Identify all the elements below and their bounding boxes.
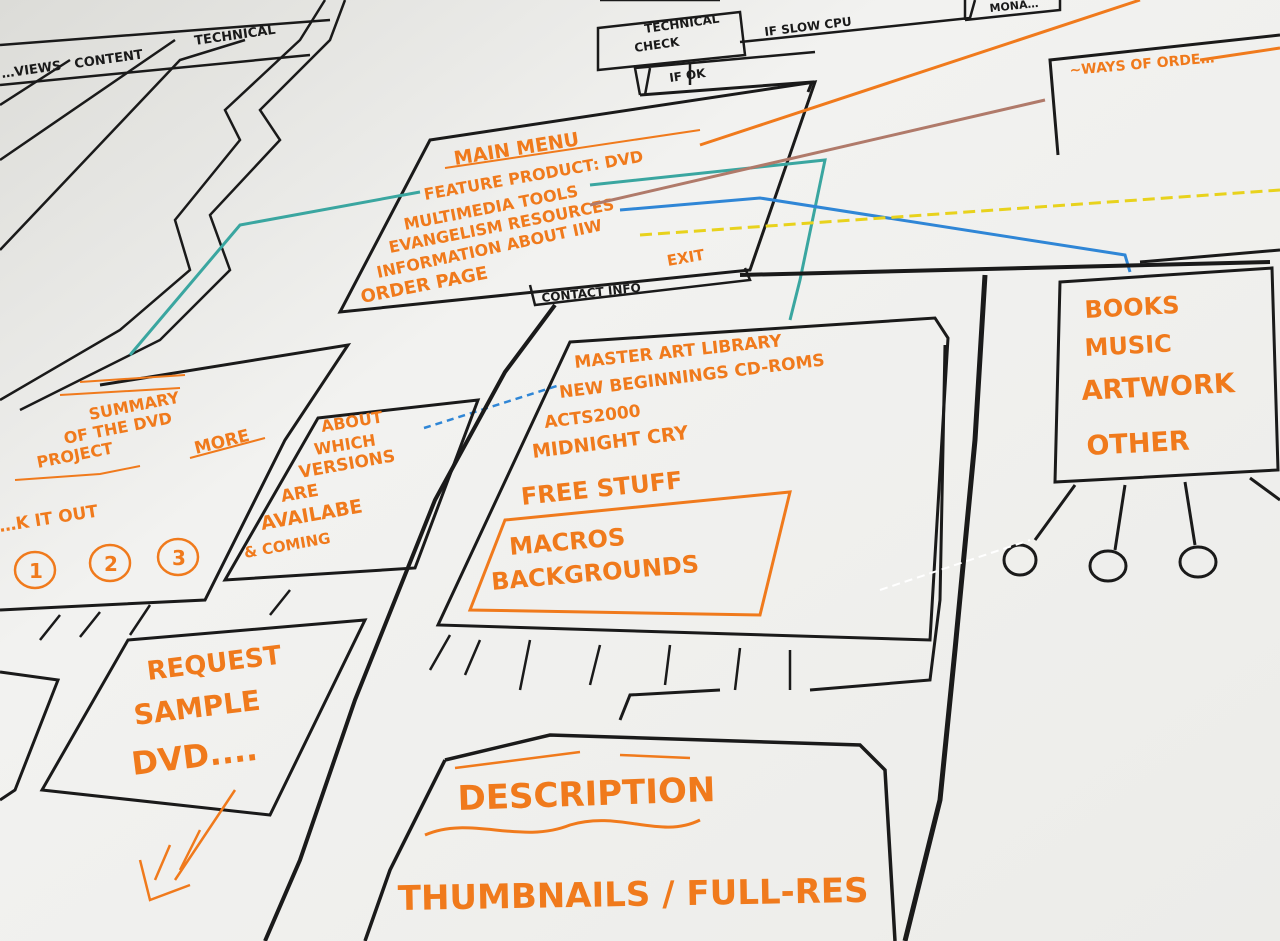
categories-box: BOOKS MUSIC ARTWORK OTHER	[1002, 248, 1280, 583]
description-box: DESCRIPTION THUMBNAILS / FULL-RES	[363, 733, 897, 941]
monitor-box	[963, 0, 1062, 22]
category-other: OTHER	[1086, 426, 1191, 462]
ways-of-order-box	[1048, 33, 1280, 156]
content-table	[0, 0, 347, 412]
step-1-label: 1	[29, 559, 43, 583]
if-ok-connector	[643, 62, 692, 96]
category-music: MUSIC	[1084, 329, 1173, 362]
technical-check-line-2: CHECK	[633, 35, 680, 55]
description-title: DESCRIPTION	[457, 770, 716, 819]
category-books: BOOKS	[1084, 291, 1180, 324]
step-3-label: 3	[172, 546, 186, 570]
if-ok-label: IF OK	[668, 66, 707, 85]
thumbnails-fullres-label: THUMBNAILS / FULL-RES	[397, 871, 868, 919]
colored-connectors	[128, 0, 1280, 430]
slow-cpu-connector	[739, 0, 977, 44]
free-stuff-box	[467, 490, 792, 617]
step-2-label: 2	[104, 552, 118, 576]
